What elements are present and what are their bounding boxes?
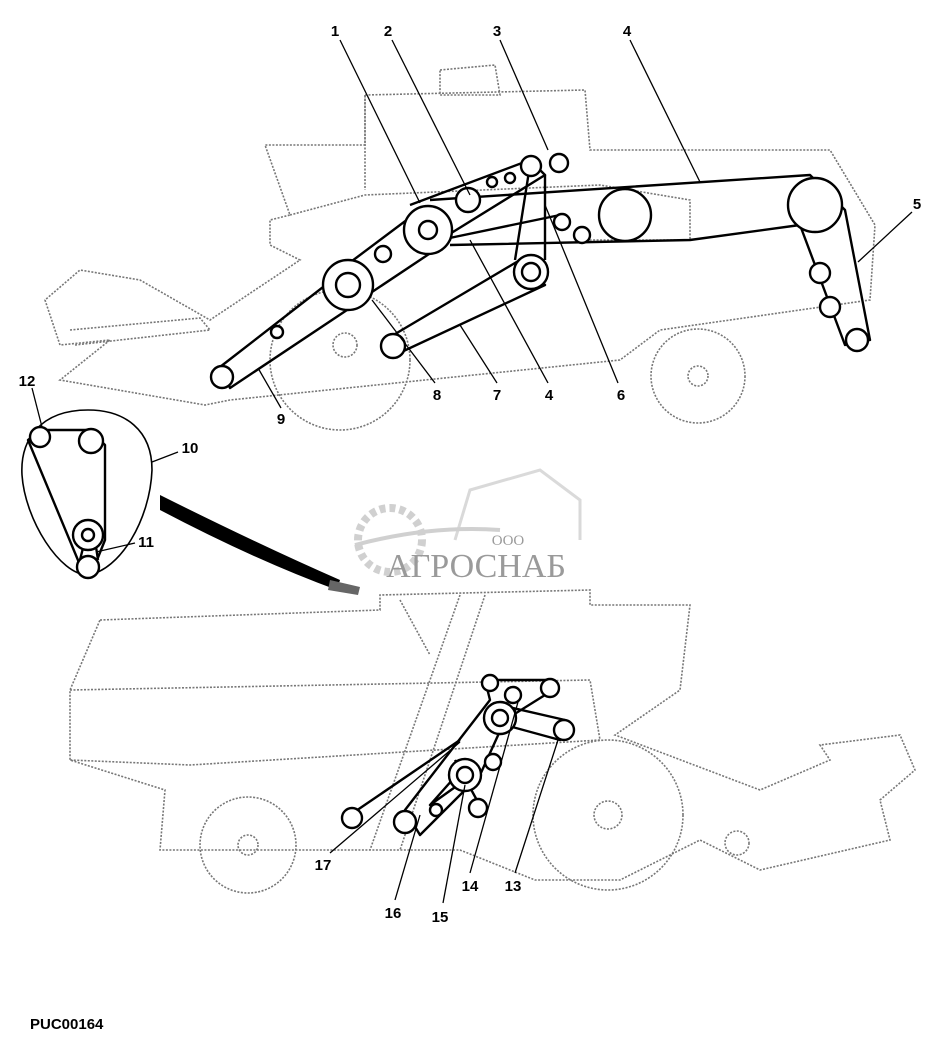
- watermark-prefix: ООО: [492, 533, 525, 549]
- watermark-logo: [354, 468, 582, 576]
- callout-1: 1: [331, 23, 339, 40]
- callout-7: 7: [493, 387, 501, 404]
- pulleys-top: [209, 152, 870, 390]
- watermark-name: АГРОСНАБ: [386, 548, 566, 585]
- callout-8: 8: [433, 387, 441, 404]
- callout-2: 2: [384, 23, 392, 40]
- detail-pointer: [160, 495, 340, 590]
- callout-3: 3: [493, 23, 501, 40]
- callout-12: 12: [19, 373, 36, 390]
- callout-13: 13: [505, 878, 522, 895]
- callout-9: 9: [277, 411, 285, 428]
- callout-4-bottom: 4: [545, 387, 554, 404]
- callout-4-top: 4: [623, 23, 632, 40]
- callout-11: 11: [138, 534, 154, 551]
- callout-10: 10: [182, 440, 199, 457]
- callout-14: 14: [462, 878, 479, 895]
- callout-labels: 1 2 3 4 5 6 4 7 8 9 10 11 12 13 14 15 16…: [19, 23, 922, 926]
- callout-17: 17: [315, 857, 332, 874]
- callout-15: 15: [432, 909, 449, 926]
- combine-outline-bottom: [69, 589, 916, 894]
- detail-inset: [21, 409, 360, 595]
- combine-outline-top: [44, 64, 876, 431]
- callout-6: 6: [617, 387, 625, 404]
- callout-16: 16: [385, 905, 402, 922]
- figure-code: PUC00164: [30, 1016, 104, 1033]
- callout-5: 5: [913, 196, 921, 213]
- leader-lines: [31, 39, 913, 904]
- pulleys-bottom: [340, 673, 576, 835]
